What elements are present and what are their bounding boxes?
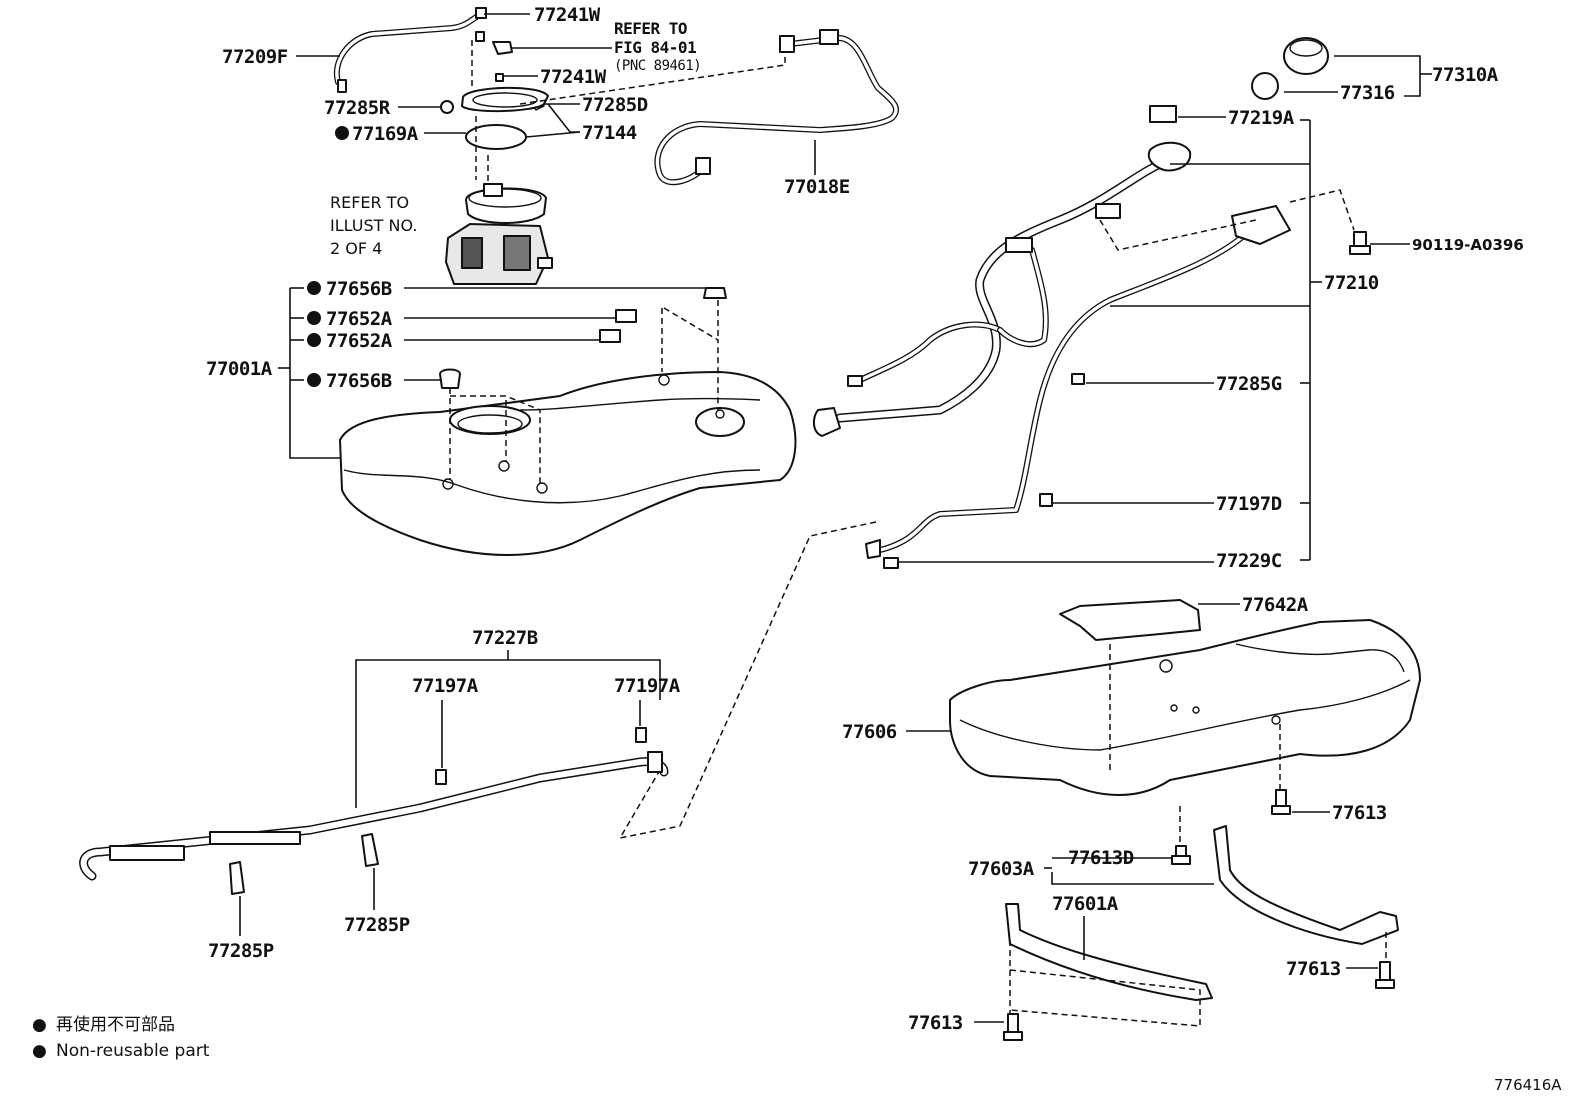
nonreusable-bullet — [307, 281, 321, 295]
label-77601a: 77601A — [1052, 893, 1119, 915]
label-77285p-a: 77285P — [208, 940, 274, 962]
label-77316: 77316 — [1340, 82, 1395, 104]
tank-bands — [974, 806, 1399, 1041]
label-77001a: 77001A — [206, 358, 273, 380]
nonreusable-bullet — [307, 373, 321, 387]
label-77310a: 77310A — [1432, 64, 1499, 86]
bolt-77613d — [1171, 845, 1191, 865]
quick-connector — [492, 41, 513, 55]
tube-assembly-77227b — [79, 650, 669, 936]
band-77603a — [1213, 825, 1399, 945]
bolt-77613-left-bottom — [1003, 1013, 1023, 1041]
legend-text-ja: 再使用不可部品 — [56, 1014, 175, 1035]
label-77652a-b: 77652A — [326, 330, 393, 352]
diagram-code: 776416A — [1494, 1076, 1562, 1094]
filler-pipe-77210 — [812, 105, 1410, 569]
label-77285d: 77285D — [582, 94, 648, 116]
label-77613-a: 77613 — [1332, 802, 1387, 824]
hose-77018e — [654, 29, 899, 186]
label-77613d: 77613D — [1068, 847, 1134, 869]
refer-illust-note-line3: 2 OF 4 — [330, 239, 382, 258]
label-77169a: 77169A — [352, 123, 419, 145]
protector-plate-77642a — [1059, 599, 1201, 641]
legend: ● 再使用不可部品 ● Non-reusable part — [32, 1014, 210, 1061]
label-77656b-a: 77656B — [326, 278, 392, 300]
cushion-77652a-bottom — [599, 329, 621, 343]
clamp-77197a-left — [435, 769, 447, 785]
label-77606: 77606 — [842, 721, 897, 743]
refer-fig-note-line1: REFER TO — [614, 19, 687, 38]
leader-77144 — [547, 103, 580, 133]
clamp-77285r — [440, 100, 454, 114]
label-77209f: 77209F — [222, 46, 288, 68]
label-77210: 77210 — [1324, 272, 1379, 294]
fuel-cap-assembly — [1251, 37, 1432, 100]
legend-bullet-ja: ● — [32, 1015, 47, 1035]
fuel-pump-assembly-group — [296, 7, 786, 285]
gasket-77316 — [1251, 72, 1279, 100]
cushion-77652a-top — [615, 309, 637, 323]
label-77227b: 77227B — [472, 627, 538, 649]
clamp-77285p-left — [229, 861, 245, 895]
tank-protector-77606 — [906, 599, 1421, 815]
label-77197d: 77197D — [1216, 493, 1282, 515]
label-77197a-b: 77197A — [614, 675, 681, 697]
label-77285g: 77285G — [1216, 373, 1282, 395]
refer-illust-note-line2: ILLUST NO. — [330, 216, 417, 235]
label-77144: 77144 — [582, 122, 637, 144]
label-77241w-b: 77241W — [540, 66, 607, 88]
bolt-77613-right-top — [1271, 789, 1291, 815]
label-77241w-a: 77241W — [534, 4, 601, 26]
band-77601a — [1005, 903, 1213, 1001]
nonreusable-bullet — [335, 126, 349, 140]
bolt-90119-a0396 — [1349, 231, 1371, 255]
nonreusable-bullet — [307, 311, 321, 325]
label-77285r: 77285R — [324, 97, 391, 119]
label-77285p-b: 77285P — [344, 914, 410, 936]
legend-bullet-en: ● — [32, 1041, 47, 1061]
label-77197a-a: 77197A — [412, 675, 479, 697]
label-77642a: 77642A — [1242, 594, 1309, 616]
grommet-77656b-bottom — [439, 368, 461, 389]
label-77219a: 77219A — [1228, 107, 1295, 129]
label-77018e: 77018E — [784, 176, 850, 198]
clamp-77285p-right — [361, 833, 379, 867]
label-77603a: 77603A — [968, 858, 1035, 880]
clamp-77197a-right — [635, 727, 647, 743]
nonreusable-bullet — [307, 333, 321, 347]
clip-77241w-upper — [475, 31, 485, 42]
gasket-77169a — [465, 124, 527, 150]
label-77613-c: 77613 — [908, 1012, 963, 1034]
bolt-77613-right-bottom — [1375, 961, 1395, 989]
refer-illust-note-line1: REFER TO — [330, 193, 409, 212]
legend-text-en: Non-reusable part — [56, 1041, 210, 1061]
label-77656b-b: 77656B — [326, 370, 392, 392]
clip-77241w-lower — [495, 73, 504, 82]
label-77229c: 77229C — [1216, 550, 1282, 572]
label-77613-b: 77613 — [1286, 958, 1341, 980]
fuel-pump-module — [445, 183, 553, 285]
label-77652a-a: 77652A — [326, 308, 393, 330]
label-90119-a0396: 90119-A0396 — [1412, 236, 1524, 254]
refer-fig-note-line3: (PNC 89461) — [614, 58, 701, 74]
fuel-tank-77001a — [278, 287, 877, 840]
grommet-77656b-top — [703, 287, 727, 299]
refer-fig-note-line2: FIG 84-01 — [614, 38, 696, 57]
